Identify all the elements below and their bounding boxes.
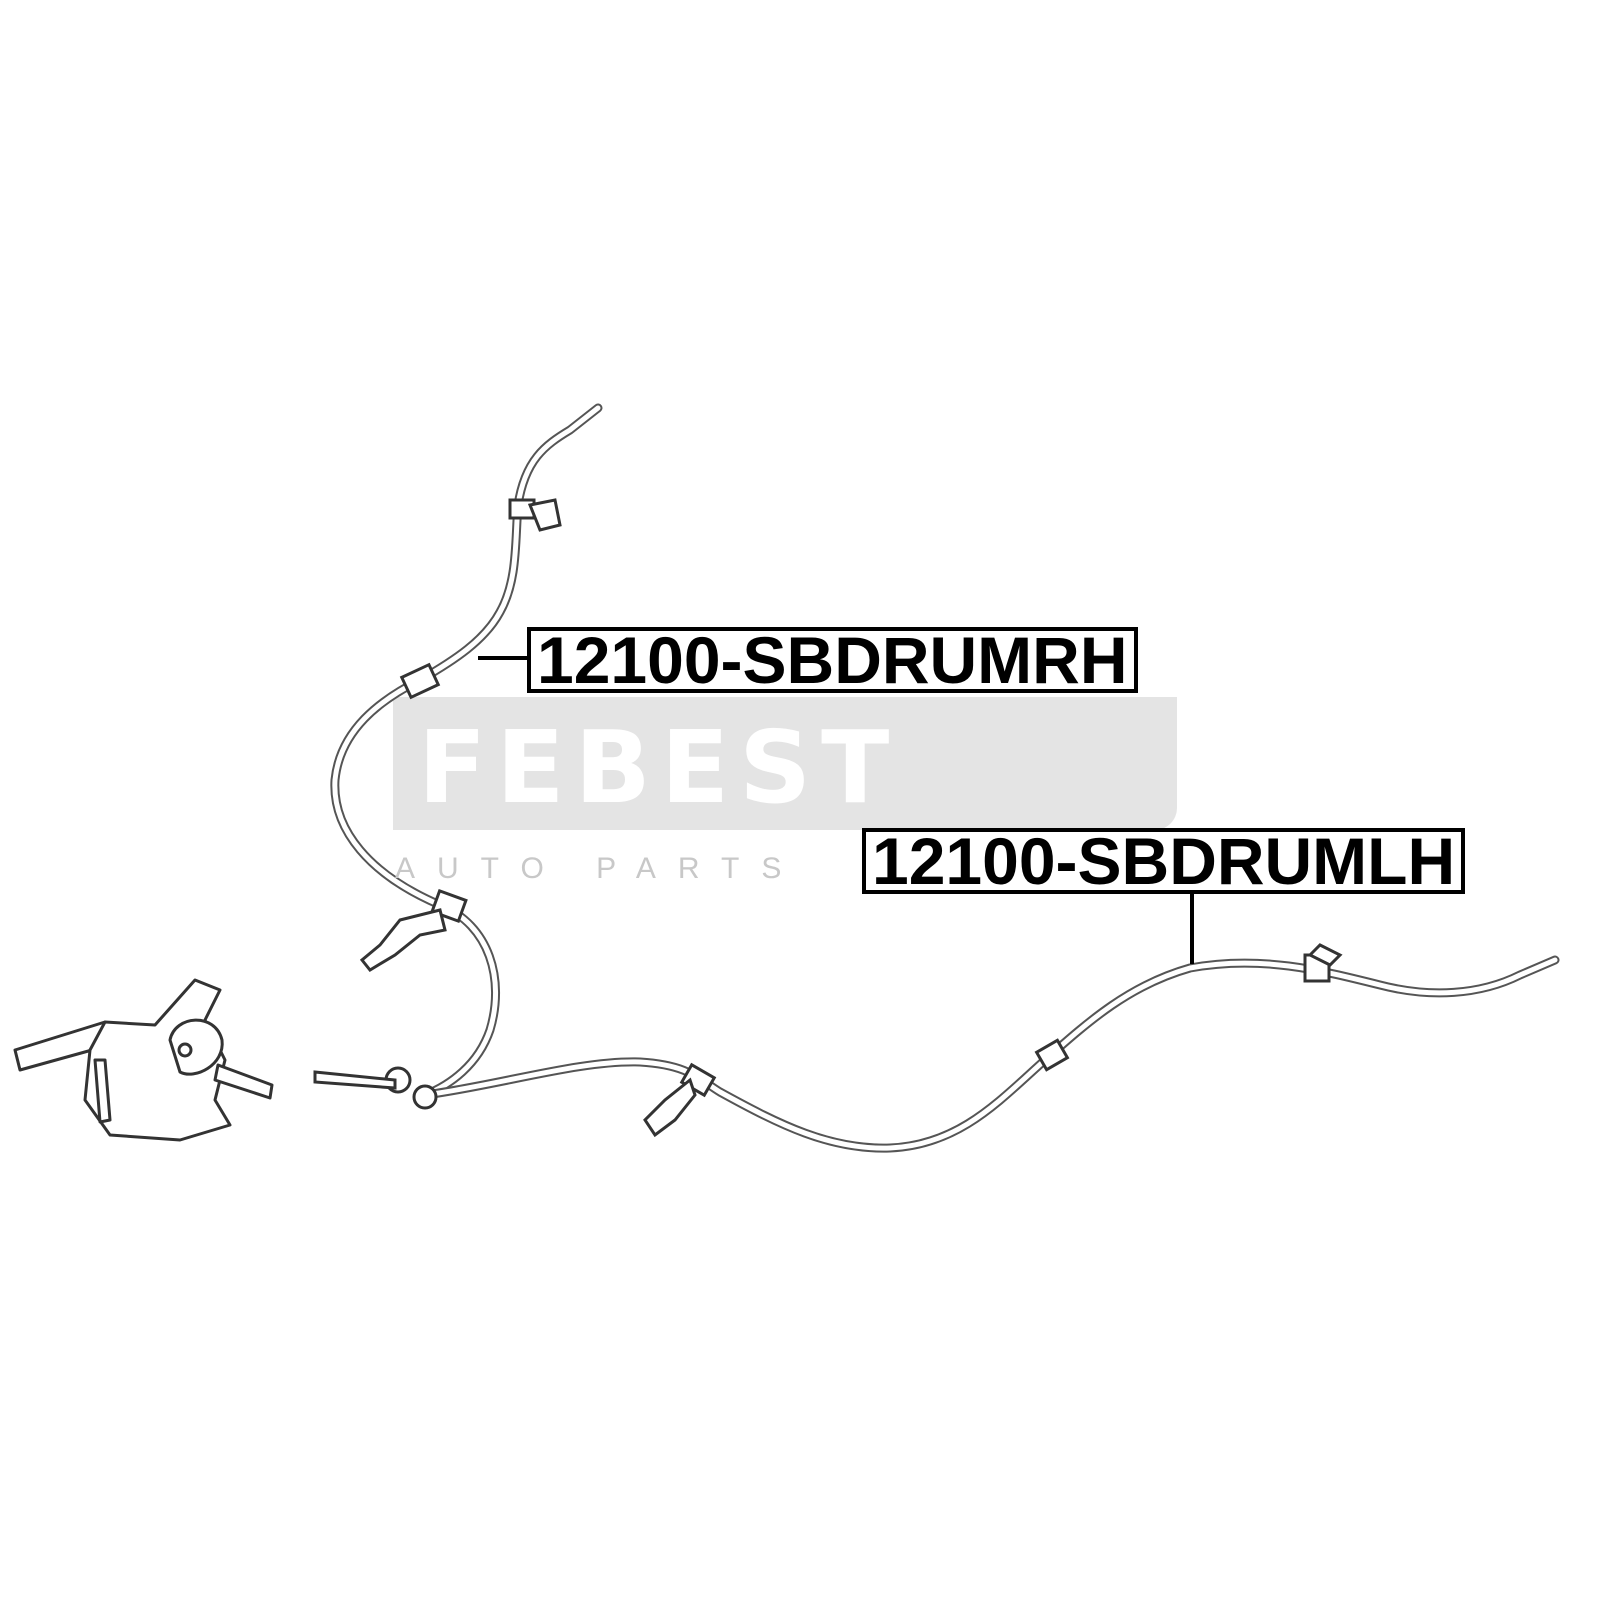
cable-bracket [643,1077,697,1138]
cable-clip [1034,1038,1070,1072]
watermark-brand: FEBEST [418,709,900,826]
hand-brake-lever [13,978,274,1142]
watermark-band [393,697,1177,830]
cable-bracket [1307,943,1343,967]
watermark-tagline: AUTO PARTS [395,852,804,885]
cable-bracket [527,498,562,532]
cable-end-fitting [412,1084,438,1110]
cable-clip [399,662,441,700]
part-number-label-lh: 12100-SBDRUMLH [862,828,1466,894]
part-number-label-rh: 12100-SBDRUMRH [527,627,1138,693]
equalizer-rod [313,1070,397,1090]
cable-bracket [359,908,447,972]
